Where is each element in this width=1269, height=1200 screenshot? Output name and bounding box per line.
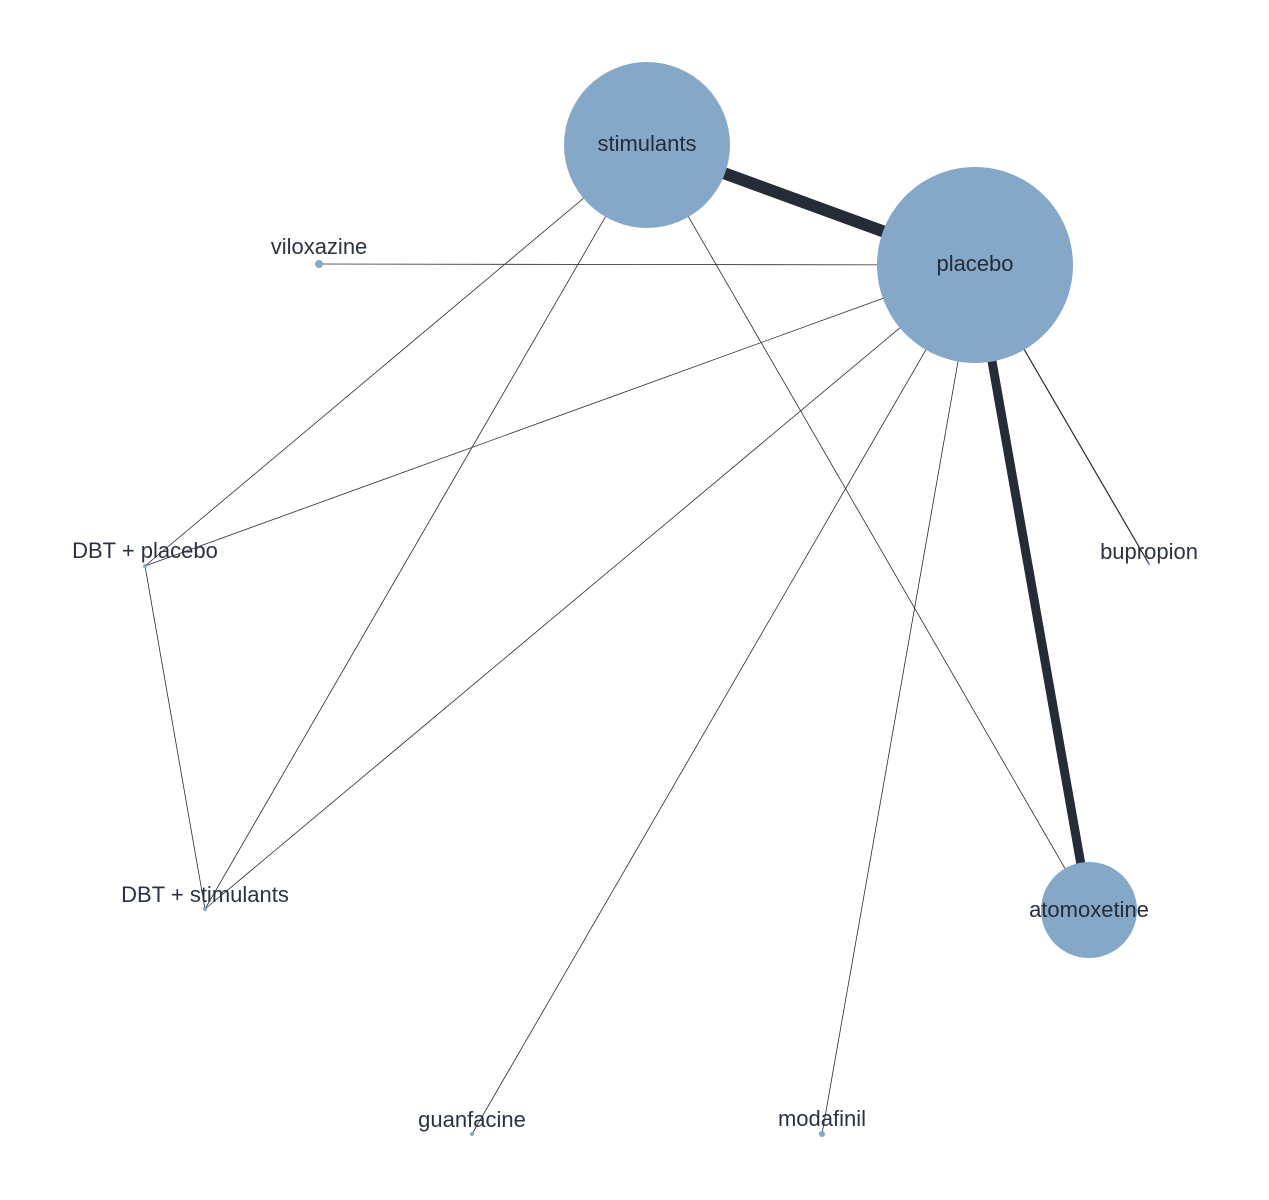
nodes-layer	[143, 62, 1151, 1137]
node-dbt_placebo[interactable]	[143, 564, 147, 568]
node-atomoxetine[interactable]	[1041, 862, 1137, 958]
edge-placebo-dbt_placebo	[144, 264, 976, 567]
node-label-dbt_stimulants: DBT + stimulants	[121, 882, 289, 907]
edge-placebo-modafinil	[821, 264, 976, 1135]
node-placebo[interactable]	[877, 167, 1073, 363]
node-label-atomoxetine: atomoxetine	[1029, 897, 1149, 922]
node-label-stimulants: stimulants	[597, 131, 696, 156]
node-label-dbt_placebo: DBT + placebo	[72, 538, 218, 563]
node-label-bupropion: bupropion	[1100, 539, 1198, 564]
node-guanfacine[interactable]	[470, 1132, 474, 1136]
edge-stimulants-dbt_placebo	[144, 144, 648, 567]
node-label-guanfacine: guanfacine	[418, 1107, 526, 1132]
node-stimulants[interactable]	[564, 62, 730, 228]
edge-placebo-guanfacine	[471, 264, 976, 1135]
node-modafinil[interactable]	[819, 1131, 825, 1137]
edge-stimulants-dbt_stimulants	[204, 144, 648, 910]
edge-dbt_placebo-dbt_stimulants	[144, 565, 206, 910]
node-dbt_stimulants[interactable]	[203, 907, 207, 911]
edge-stimulants-atomoxetine	[646, 144, 1090, 911]
node-label-viloxazine: viloxazine	[271, 234, 368, 259]
node-label-placebo: placebo	[936, 251, 1013, 276]
edge-placebo-viloxazine	[318, 263, 976, 266]
node-viloxazine[interactable]	[315, 260, 323, 268]
node-bupropion[interactable]	[1147, 562, 1151, 566]
edge-placebo-dbt_stimulants	[204, 264, 976, 910]
edge-placebo-atomoxetine	[970, 260, 1094, 915]
node-label-modafinil: modafinil	[778, 1106, 866, 1131]
